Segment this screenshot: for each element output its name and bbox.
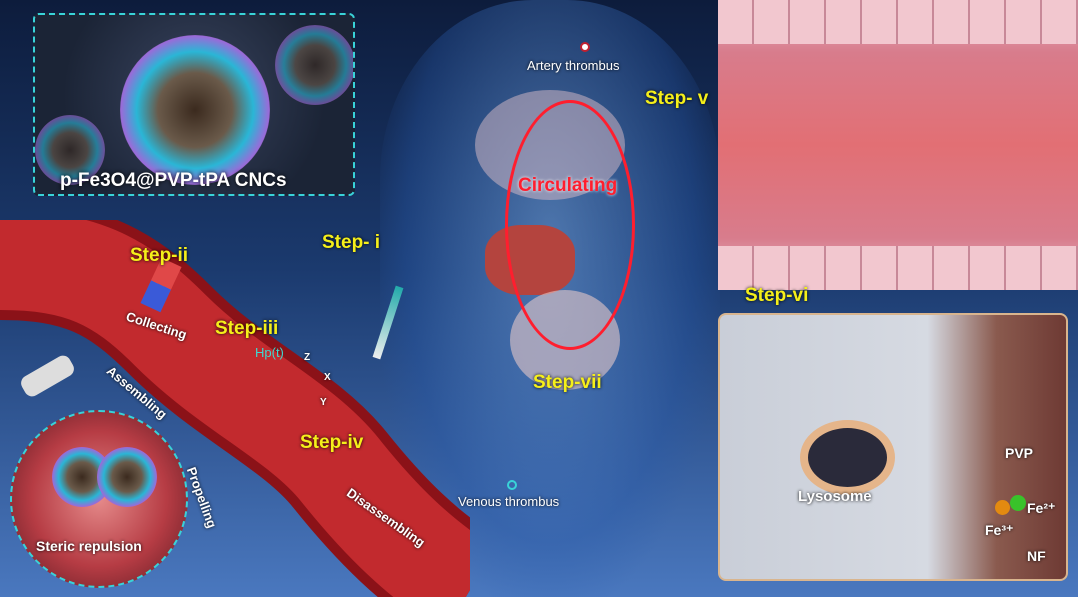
artery-marker [580,42,590,52]
nanoparticle-inset [33,13,355,196]
fe2-label: Fe²⁺ [1027,500,1056,516]
endothelial-cells-top [718,0,1078,44]
fe3-label: Fe³⁺ [985,522,1014,538]
endothelial-cells-bottom [718,246,1078,290]
cell-panel [718,313,1068,581]
fe3-ion [995,500,1010,515]
inset-title: p-Fe3O4@PVP-tPA CNCs [60,170,287,191]
axis-y: Y [320,397,327,408]
step-vi-label: Step-vi [745,285,809,306]
circulation-loop [505,100,635,350]
step-v-label: Step- v [645,88,709,109]
venous-thrombus-label: Venous thrombus [458,494,560,509]
steric-repulsion-inset [10,410,188,588]
circulating-label: Circulating [518,175,618,196]
nanoparticle [97,447,157,507]
venous-marker [507,480,517,490]
lysosome-label: Lysosome [798,488,872,505]
step-iii-label: Step-iii [215,318,279,339]
fe2-ion [1010,495,1026,511]
field-label: Hp(t) [255,345,284,360]
step-ii-label: Step-ii [130,245,189,266]
step-i-label: Step- i [322,232,381,253]
vessel-cross-section [718,0,1078,290]
blood-vessel [0,220,470,597]
step-vii-label: Step-vii [533,372,602,393]
step-iv-label: Step-iv [300,432,364,453]
lysosome [800,420,895,495]
nanoparticle [35,115,105,185]
axis-x: X [324,372,331,383]
pvp-label: PVP [1005,445,1034,461]
steric-repulsion-label: Steric repulsion [36,538,142,554]
nanoparticle [120,35,270,185]
axis-z: Z [304,352,311,363]
artery-thrombus-label: Artery thrombus [527,58,620,73]
nf-label: NF [1027,548,1046,564]
nanoparticle [275,25,353,105]
